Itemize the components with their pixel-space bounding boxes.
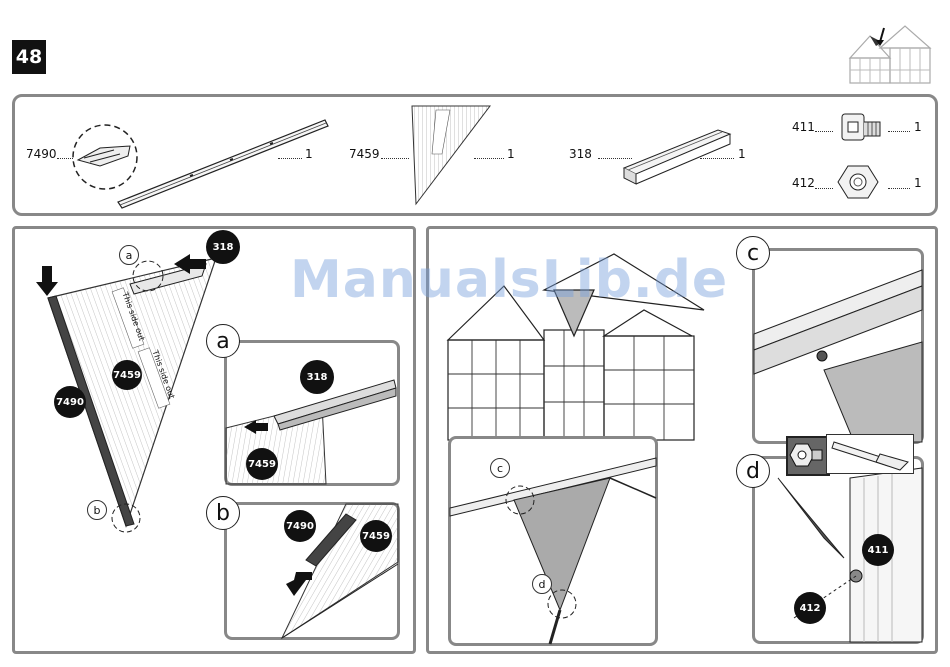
part-leader — [888, 131, 910, 132]
part-code-7459: 7459 — [349, 147, 380, 161]
greenhouse-thumbnail-icon — [840, 18, 940, 88]
callout-7459: 7459 — [246, 448, 278, 480]
part-qty-7490: 1 — [305, 147, 313, 161]
part-leader — [888, 188, 910, 189]
part-leader — [815, 131, 833, 132]
part-7459-drawing — [410, 104, 492, 208]
detail-c-drawing — [754, 250, 922, 442]
part-qty-412: 1 — [914, 176, 922, 190]
bolt-icon — [788, 440, 824, 470]
detail-tag-b-marker: b — [87, 500, 107, 520]
left-arrow-icon — [244, 420, 268, 434]
detail-tag-d-marker: d — [532, 574, 552, 594]
part-code-411: 411 — [792, 120, 815, 134]
part-412-nut-drawing — [836, 162, 880, 202]
callout-412: 412 — [794, 592, 826, 624]
callout-7459: 7459 — [112, 360, 142, 390]
callout-411: 411 — [862, 534, 894, 566]
part-leader — [278, 158, 302, 159]
detail-tag-a-marker: a — [119, 245, 139, 265]
part-leader — [700, 158, 734, 159]
part-leader — [815, 188, 833, 189]
part-code-7490: 7490 — [26, 147, 57, 161]
callout-7490: 7490 — [54, 386, 86, 418]
part-7490-drawing — [70, 112, 340, 212]
detail-tag-b: b — [206, 496, 240, 530]
part-leader — [474, 158, 504, 159]
left-arrow-icon — [174, 254, 206, 274]
callout-7459: 7459 — [360, 520, 392, 552]
detail-tag-c: c — [736, 236, 770, 270]
callout-318: 318 — [300, 360, 334, 394]
part-411-bolt-drawing — [838, 110, 884, 148]
part-code-318: 318 — [569, 147, 592, 161]
down-arrow-icon — [36, 266, 60, 298]
part-qty-318: 1 — [738, 147, 746, 161]
watermark: ManualsLib.de — [290, 250, 728, 310]
part-code-412: 412 — [792, 176, 815, 190]
roof-detail-drawing — [450, 438, 656, 644]
detail-tag-d: d — [736, 454, 770, 488]
part-qty-411: 1 — [914, 120, 922, 134]
callout-318: 318 — [206, 230, 240, 264]
detail-tag-c-marker: c — [490, 458, 510, 478]
callout-7490: 7490 — [284, 510, 316, 542]
down-arrow-icon — [286, 572, 312, 596]
step-number: 48 — [12, 40, 46, 74]
part-318-drawing — [618, 124, 738, 186]
detail-d-drawing — [754, 458, 922, 642]
part-qty-7459: 1 — [507, 147, 515, 161]
part-leader — [381, 158, 409, 159]
detail-tag-a: a — [206, 324, 240, 358]
pointer-drawing — [830, 436, 910, 470]
